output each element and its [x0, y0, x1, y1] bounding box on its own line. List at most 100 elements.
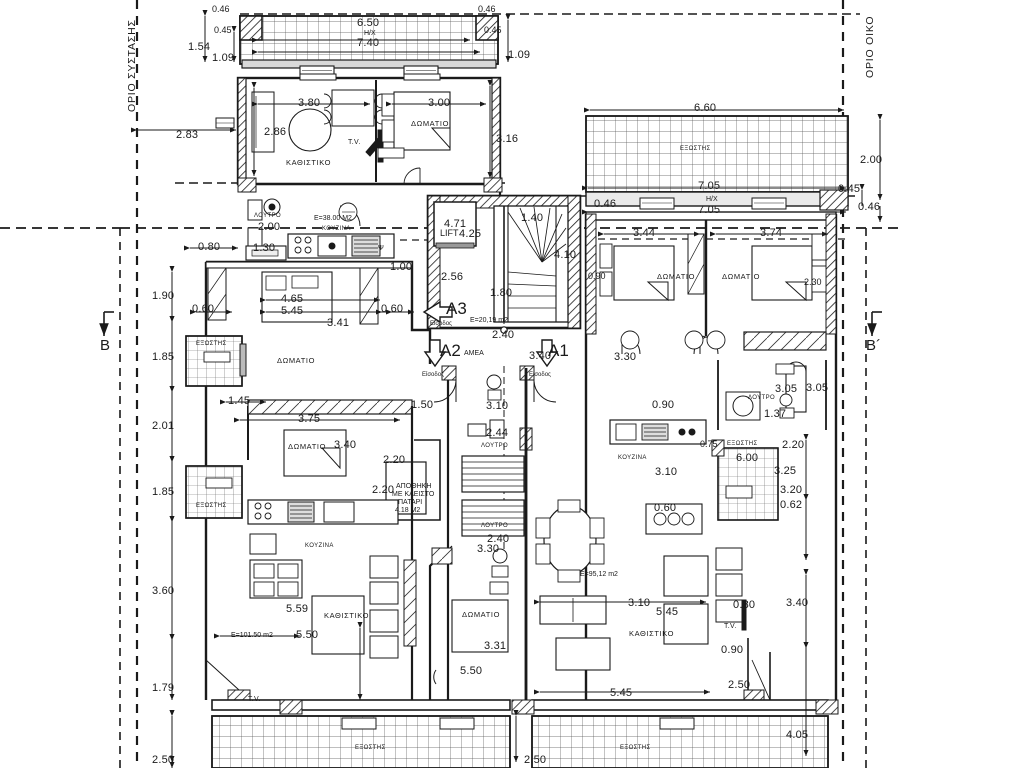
dim-0-60-right: 0.60 [654, 502, 677, 514]
dim-1-45: 1.45 [228, 395, 251, 407]
area-label-95-12: E=95,12 m2 [580, 571, 618, 578]
dim-3-40-mid-left: 3.40 [334, 439, 357, 451]
storage-label-line3: ΠΑΤΑΡΙ [398, 499, 423, 506]
room-label-loutro-lobby-upper: ΛΟΥΤΡΟ [481, 443, 509, 449]
room-label-kathistiko-right: ΚΑΘΙΣΤΙΚΟ [629, 629, 675, 638]
dim-3-61: 3.31 [484, 640, 507, 652]
dim-3-31: 5.50 [460, 665, 483, 677]
dim-4-25: 2.40 [492, 329, 515, 341]
dim-1-09-left: 1.09 [212, 52, 235, 64]
label-lift: LIFT [440, 228, 459, 238]
dim-1-09-right: 1.09 [508, 49, 531, 61]
dim-5-45-left: 5.45 [281, 305, 304, 317]
ameia-label-a2: ΑΜΕΑ [464, 350, 484, 357]
dim-2-40-lobby: 3.30 [477, 543, 500, 555]
dim-7-05-b: 7.05 [698, 204, 721, 216]
dim-1-90: 1.90 [152, 290, 175, 302]
dim-1-79: 1.79 [152, 682, 175, 694]
boundary-label-right: ΟΡΙΟ ΟΙΚΟ [864, 15, 876, 78]
dim-0-60-right: 0.60 [381, 303, 404, 315]
central-lobby-baths [428, 365, 557, 700]
entrance-arrows [422, 300, 559, 368]
label-hx-right: H/X [706, 196, 718, 203]
dim-2-00-right: 2.00 [860, 154, 883, 166]
label-tv-right: T.V. [724, 623, 737, 630]
dim-3-00-bedroom: 3.00 [428, 97, 451, 109]
dim-0-46-right-edge: 0.46 [858, 201, 881, 213]
dim-2-83: 2.83 [176, 129, 199, 141]
symbol-psi-kitchen: Ψ [378, 245, 384, 252]
dim-0-80-kitchen: 0.80 [198, 241, 221, 253]
apartment-code-a2: A2 [440, 341, 461, 360]
dim-4-10-lift: 4.71 [444, 218, 467, 230]
dim-2-20-b: 2.20 [372, 484, 395, 496]
balcony-label-left-2: ΕΞΩΣΤΗΣ [196, 503, 227, 509]
dim-6-00: 3.10 [628, 597, 651, 609]
dim-3-44: 0.90 [588, 271, 606, 281]
dim-2-80-right: 2.20 [782, 439, 805, 451]
dim-3-40-right-chain: 3.40 [786, 597, 809, 609]
label-tv-top: T.V. [348, 139, 361, 146]
bottom-balconies [211, 699, 839, 768]
storage-area-label: 4.18 M2 [395, 507, 421, 514]
dim-3-60: 3.60 [152, 585, 175, 597]
dim-1-30-bath: 1.30 [253, 242, 276, 254]
balcony-label-left-1: ΕΞΩΣΤΗΣ [196, 341, 227, 347]
room-label-loutro-right: ΛΟΥΤΡΟ [748, 395, 776, 401]
dim-6-60: 6.60 [694, 102, 717, 114]
section-marker-arrows [99, 311, 882, 336]
upper-left-unit [185, 198, 441, 705]
dim-6-50-balcony: 6.50 [357, 17, 380, 29]
label-tv-lower-left: T.V. [248, 696, 261, 703]
dim-1-85-a: 1.85 [152, 351, 175, 363]
label-hx-top: H/X [364, 30, 376, 37]
room-label-loutro-lobby-lower: ΛΟΥΤΡΟ [481, 523, 509, 529]
room-label-domatio-upper-left: ΔΩΜΑΤΙΟ [277, 356, 316, 365]
storage-label-line2: ΜΕ ΚΛΕΙΣΤΟ [392, 491, 435, 498]
dim-1-80-a1: 3.40 [529, 350, 552, 362]
dim-1-00-corridor: 1.00 [390, 261, 413, 273]
dim-2-20-a: 2.20 [383, 454, 406, 466]
balcony-label-bottom-left: ΕΞΩΣΤΗΣ [355, 745, 386, 751]
area-label-38: E=38.00 M2 [314, 215, 352, 222]
room-label-kouzina-right: ΚΟΥΖΙΝΑ [618, 455, 647, 461]
dim-7-40-balcony: 7.40 [357, 37, 380, 49]
dim-3-75: 3.75 [298, 413, 321, 425]
top-apartment-block [215, 15, 503, 196]
dim-2-60-stair: 4.10 [554, 249, 577, 261]
dim-1-85-b: 1.85 [152, 486, 175, 498]
balcony-label-bottom-right: ΕΞΩΣΤΗΣ [620, 745, 651, 751]
dim-2-50-bottom-left: 2.50 [152, 754, 175, 766]
balcony-label-right-top: ΕΞΩΣΤΗΣ [680, 146, 711, 152]
dim-3-10-lobby: 2.44 [486, 427, 509, 439]
room-label-kathistiko-top: ΚΑΘΙΣΤΙΚΟ [286, 158, 332, 167]
dim-3-80-living: 3.80 [298, 97, 321, 109]
area-label-101-50: E=101.50 m2 [231, 632, 273, 639]
dim-3-74: 2.30 [804, 277, 822, 287]
room-label-domatio-top: ΔΩΜΑΤΙΟ [411, 119, 450, 128]
entrance-label-a3: Είσοδος [430, 321, 452, 327]
entrance-label-a1: Είσοδος [529, 372, 551, 378]
dim-0-80-right-lower: 2.50 [728, 679, 751, 691]
dim-3-16-bedroom: 3.16 [496, 133, 519, 145]
dim-1-37: 6.00 [736, 452, 759, 464]
dim-5-50: 5.50 [296, 629, 319, 641]
dim-7-05-a: 7.05 [698, 180, 721, 192]
balcony-label-right-small: ΕΞΩΣΤΗΣ [727, 441, 758, 447]
apartment-code-a1: A1 [548, 341, 569, 360]
room-label-kouzina-lower-left: ΚΟΥΖΙΝΑ [305, 543, 334, 549]
dim-3-30-bed-right-b: 3.74 [760, 227, 783, 239]
dim-0-45-right: 0.45 [484, 25, 502, 35]
dim-5-45-right: 5.45 [656, 606, 679, 618]
dim-2-30-bath-right: 3.05 [775, 383, 798, 395]
dim-0-45-right-unit: 0.45 [838, 183, 861, 195]
dim-4-65: 4.65 [281, 293, 304, 305]
dim-0-60-left: 0.60 [192, 303, 215, 315]
dim-1-54: 1.54 [188, 41, 211, 53]
room-label-kathistiko-lower-left: ΚΑΘΙΣΤΙΚΟ [324, 611, 370, 620]
dim-2-00-bath: 2.00 [258, 221, 281, 233]
room-label-loutro-upper-left: ΛΟΥΤΡΟ [254, 213, 282, 219]
dim-2-56: 1.50 [411, 399, 434, 411]
